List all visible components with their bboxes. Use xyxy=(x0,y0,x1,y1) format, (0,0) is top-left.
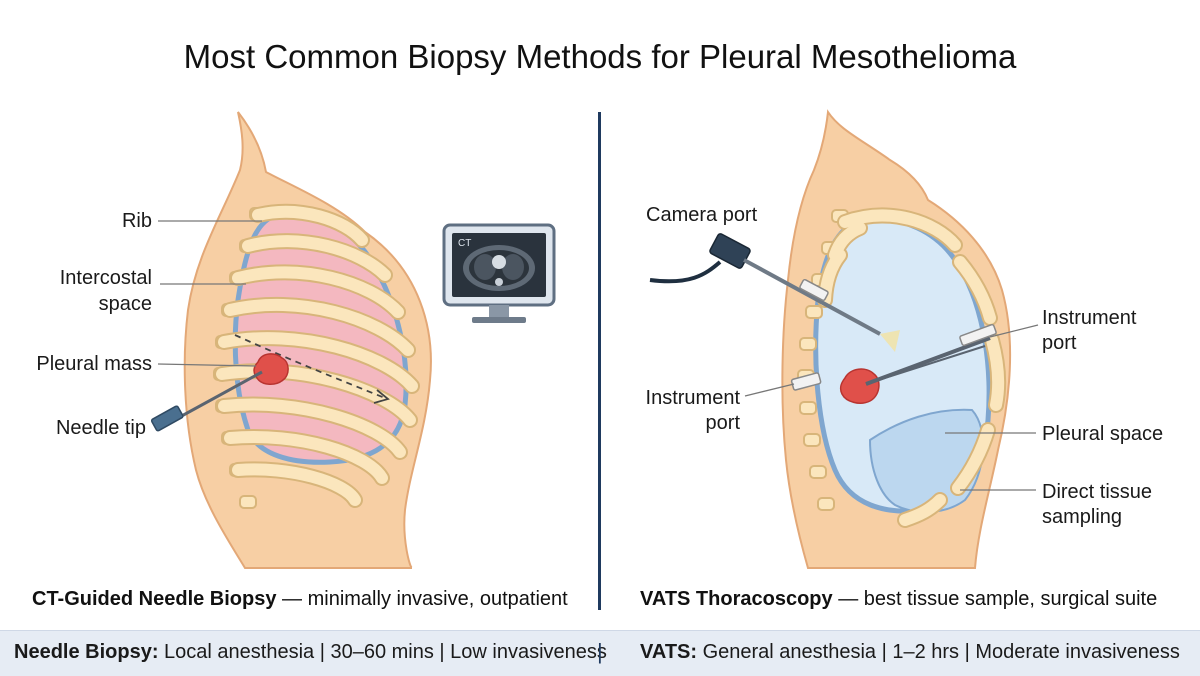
label-instrument-port-left-line1: Instrument xyxy=(645,387,740,409)
left-ribs xyxy=(214,203,420,508)
biopsy-needle xyxy=(150,370,263,432)
needle-trajectory xyxy=(234,334,386,399)
label-pleural-space: Pleural space xyxy=(1042,423,1164,445)
trajectory-arrowhead xyxy=(373,389,390,404)
needle-biopsy-illustration: CT xyxy=(150,111,556,569)
footer-vats-detail: General anesthesia | 1–2 hrs | Moderate … xyxy=(697,641,1180,663)
camera-scope xyxy=(649,233,900,352)
pleural-mass xyxy=(253,353,289,385)
label-rib: Rib xyxy=(121,210,152,232)
footer-needle-detail: Local anesthesia | 30–60 mins | Low inva… xyxy=(158,641,607,663)
panel-divider xyxy=(598,112,601,610)
label-camera-port: Camera port xyxy=(646,204,758,226)
label-needle-tip: Needle tip xyxy=(55,417,146,439)
label-instrument-port-right-line2: port xyxy=(1042,332,1077,354)
footer-vats-title: VATS: xyxy=(640,641,698,663)
forceps-instrument xyxy=(865,323,997,386)
right-caption-title: VATS Thoracoscopy xyxy=(640,588,833,610)
label-instrument-port-right-line1: Instrument xyxy=(1042,307,1137,329)
right-caption: VATS Thoracoscopy — best tissue sample, … xyxy=(640,588,1157,611)
right-pleural-mass xyxy=(839,368,880,404)
label-intercostal-line1: Intercostal xyxy=(59,267,152,289)
label-intercostal-line2: space xyxy=(98,293,152,315)
label-direct-tissue-line2: sampling xyxy=(1042,506,1123,528)
footer-needle-summary: Needle Biopsy: Local anesthesia | 30–60 … xyxy=(14,641,607,664)
left-caption-desc: — minimally invasive, outpatient xyxy=(276,588,568,610)
instrument-port-left xyxy=(790,372,822,391)
footer-needle-title: Needle Biopsy: xyxy=(14,641,159,663)
right-caption-desc: — best tissue sample, surgical suite xyxy=(832,588,1158,610)
footer-separator: | xyxy=(597,639,603,664)
comparison-footer: Needle Biopsy: Local anesthesia | 30–60 … xyxy=(0,630,1200,676)
left-caption: CT-Guided Needle Biopsy — minimally inva… xyxy=(32,588,568,611)
footer-vats-summary: VATS: General anesthesia | 1–2 hrs | Mod… xyxy=(640,641,1180,664)
right-leader-lines xyxy=(744,324,1039,491)
left-caption-title: CT-Guided Needle Biopsy xyxy=(32,588,277,610)
label-direct-tissue-line1: Direct tissue xyxy=(1042,481,1153,503)
vats-illustration xyxy=(649,109,1039,569)
ct-monitor-icon: CT xyxy=(442,223,556,323)
label-pleural-mass: Pleural mass xyxy=(36,353,152,375)
page-title: Most Common Biopsy Methods for Pleural M… xyxy=(183,38,1017,75)
ct-monitor-text: CT xyxy=(458,238,471,249)
label-instrument-port-left-line2: port xyxy=(705,412,740,434)
left-leader-lines xyxy=(157,220,262,367)
right-ribs xyxy=(817,207,1007,528)
